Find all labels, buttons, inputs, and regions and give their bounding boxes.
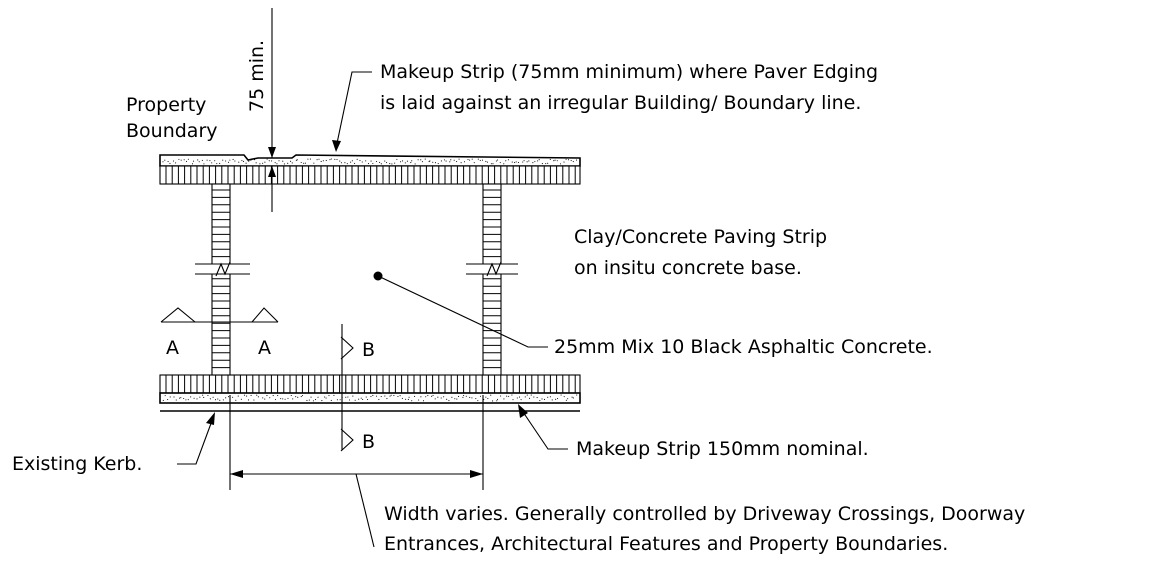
dimension-75-label: 75 min.: [246, 40, 268, 112]
makeup-top-leader: [332, 71, 372, 152]
left-paver-strip-joints: [212, 189, 230, 376]
asphalt-leader: [373, 271, 548, 348]
section-b-marker: [340, 324, 354, 452]
section-b-top-label: B: [362, 339, 375, 361]
right-paver-strip: [482, 183, 502, 376]
top-makeup-strip-stipple: [162, 158, 578, 165]
left-paver-strip: [211, 183, 231, 376]
section-a-right-label: A: [258, 337, 271, 359]
bottom-paver-course-outline: [159, 374, 581, 394]
top-paver-course: [159, 165, 581, 185]
left-break-symbol: [195, 261, 250, 277]
bottom-makeup-strip: [159, 392, 581, 404]
width-note-label-1: Width varies. Generally controlled by Dr…: [384, 503, 1025, 525]
asphalt-label: 25mm Mix 10 Black Asphaltic Concrete.: [554, 336, 933, 358]
top-paver-joints: [165, 166, 576, 184]
section-a-marker: [160, 307, 279, 323]
property-boundary-label-1: Property: [126, 94, 206, 116]
makeup-top-label-1: Makeup Strip (75mm minimum) where Paver …: [380, 61, 878, 83]
section-b-bottom-label: B: [362, 431, 375, 453]
property-boundary-label-2: Boundary: [126, 120, 218, 142]
right-paver-strip-joints: [483, 189, 501, 376]
makeup-top-label-2: is laid against an irregular Building/ B…: [380, 92, 861, 114]
width-note-label-2: Entrances, Architectural Features and Pr…: [384, 533, 948, 555]
top-makeup-strip-outline: [159, 154, 581, 167]
makeup-bottom-leader: [518, 404, 568, 450]
paving-strip-label-2: on insitu concrete base.: [574, 257, 802, 279]
right-break-symbol: [466, 261, 518, 277]
width-dimension: [229, 395, 484, 548]
bottom-paver-joints: [165, 375, 576, 393]
existing-kerb-leader: [177, 412, 215, 465]
makeup-bottom-label: Makeup Strip 150mm nominal.: [576, 438, 869, 460]
bottom-makeup-strip-outline: [159, 392, 581, 404]
top-makeup-strip: [159, 154, 581, 167]
existing-kerb-label: Existing Kerb.: [12, 453, 142, 475]
bottom-makeup-strip-stipple: [162, 394, 578, 402]
bottom-paver-course: [159, 374, 581, 394]
paving-strip-label-1: Clay/Concrete Paving Strip: [574, 226, 827, 248]
dimension-75-min: 75 min.: [246, 8, 276, 212]
top-paver-course-outline: [159, 165, 581, 185]
section-a-left-label: A: [166, 337, 179, 359]
